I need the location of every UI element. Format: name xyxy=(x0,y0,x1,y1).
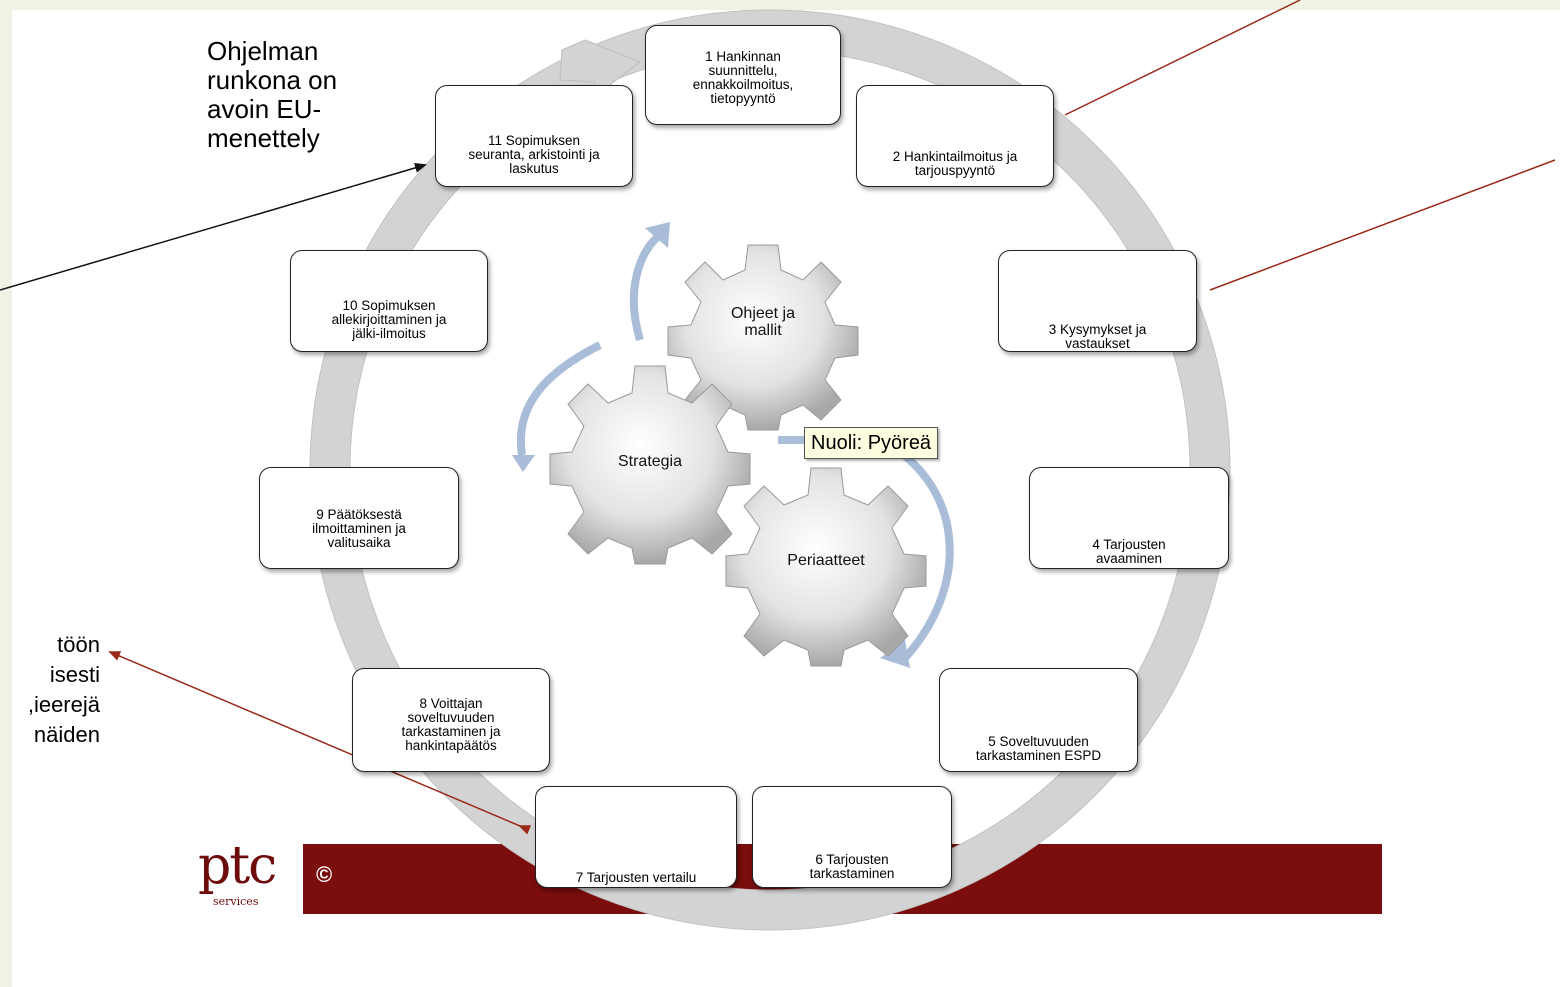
step-text: tarjouspyyntö xyxy=(914,163,996,178)
step-text: 2 Hankintailmoitus ja xyxy=(892,149,1018,164)
ptc-logo-subtitle: services xyxy=(213,895,259,908)
step-text: avaaminen xyxy=(1095,551,1163,566)
side-text-line: töön xyxy=(57,632,100,657)
step-text: jälki-ilmoitus xyxy=(352,326,426,341)
title-line: avoin EU- xyxy=(207,94,322,124)
gear-label-line: Periaatteet xyxy=(787,552,865,569)
step-text: 3 Kysymykset ja xyxy=(1048,322,1147,337)
step-text: laskutus xyxy=(509,161,559,176)
side-text-line: isesti xyxy=(49,662,100,687)
step-text: ennakkoilmoitus, xyxy=(692,77,794,92)
logo-background xyxy=(193,844,303,914)
gear-left xyxy=(549,365,751,565)
step-text: 6 Tarjousten xyxy=(815,852,889,867)
slide-frame-left xyxy=(0,0,12,987)
step-text: tarkastaminen ja xyxy=(401,724,501,739)
connector-line-step2 xyxy=(1064,0,1301,116)
step-box-7: 7 Tarjousten vertailu xyxy=(535,786,737,888)
step-text: soveltuvuuden xyxy=(407,710,495,725)
connector-line-step3 xyxy=(1209,159,1556,291)
gear-label-line: mallit xyxy=(744,322,782,339)
step-text: valitusaika xyxy=(327,535,391,550)
step-text: tarkastaminen xyxy=(809,866,895,881)
step-text: vastaukset xyxy=(1065,336,1130,351)
title-line: Ohjelman xyxy=(207,36,319,66)
side-text-line: näiden xyxy=(33,722,100,747)
gear-arrowhead-left xyxy=(512,455,535,472)
step-text: 7 Tarjousten vertailu xyxy=(575,870,697,885)
connector-line-title xyxy=(0,163,427,291)
gear-label-top: Ohjeet ja mallit xyxy=(713,305,813,339)
step-text: 8 Voittajan xyxy=(419,696,483,711)
cycle-arrowhead xyxy=(559,39,642,102)
step-text: 11 Sopimuksen xyxy=(487,133,581,148)
gear-label-line: Strategia xyxy=(617,453,683,470)
gear-arrowhead-top xyxy=(645,222,670,248)
copyright-symbol: © xyxy=(316,862,333,887)
step-text: allekirjoittaminen ja xyxy=(331,312,447,327)
step-text: suunnittelu, xyxy=(708,63,778,78)
step-text: seuranta, arkistointi ja xyxy=(468,147,600,162)
side-text-line: ieerejä, xyxy=(27,692,100,717)
gear-arrowhead-bottom xyxy=(880,640,910,668)
gear-label-left: Strategia xyxy=(600,453,700,470)
ptc-logo: ptc xyxy=(198,836,277,896)
step-text: 10 Sopimuksen xyxy=(342,298,436,313)
step-text: 9 Päätöksestä xyxy=(316,507,402,522)
step-text: tietopyyntö xyxy=(710,91,776,106)
gear-bottom xyxy=(725,467,927,667)
step-text: tarkastaminen ESPD xyxy=(975,748,1102,763)
step-text: 4 Tarjousten xyxy=(1092,537,1166,552)
connector-line-step7 xyxy=(108,651,532,835)
diagram-title: Ohjelman runkona on avoin EU- menettely xyxy=(207,37,397,153)
gear-label-line: Ohjeet ja xyxy=(730,305,796,322)
slide-frame-top xyxy=(0,0,1560,10)
step-text: hankintapäätös xyxy=(405,738,497,753)
title-line: menettely xyxy=(207,123,320,153)
shape-tooltip: Nuoli: Pyöreä xyxy=(804,427,939,459)
step-text: 1 Hankinnan xyxy=(705,49,781,64)
title-line: runkona on xyxy=(207,65,338,95)
step-text: ilmoittaminen ja xyxy=(312,521,406,536)
gear-top xyxy=(667,244,859,431)
gear-label-bottom: Periaatteet xyxy=(776,552,876,569)
step-text: 5 Soveltuvuuden xyxy=(988,734,1089,749)
clipped-side-text: töön isesti ieerejä, näiden xyxy=(10,630,100,750)
